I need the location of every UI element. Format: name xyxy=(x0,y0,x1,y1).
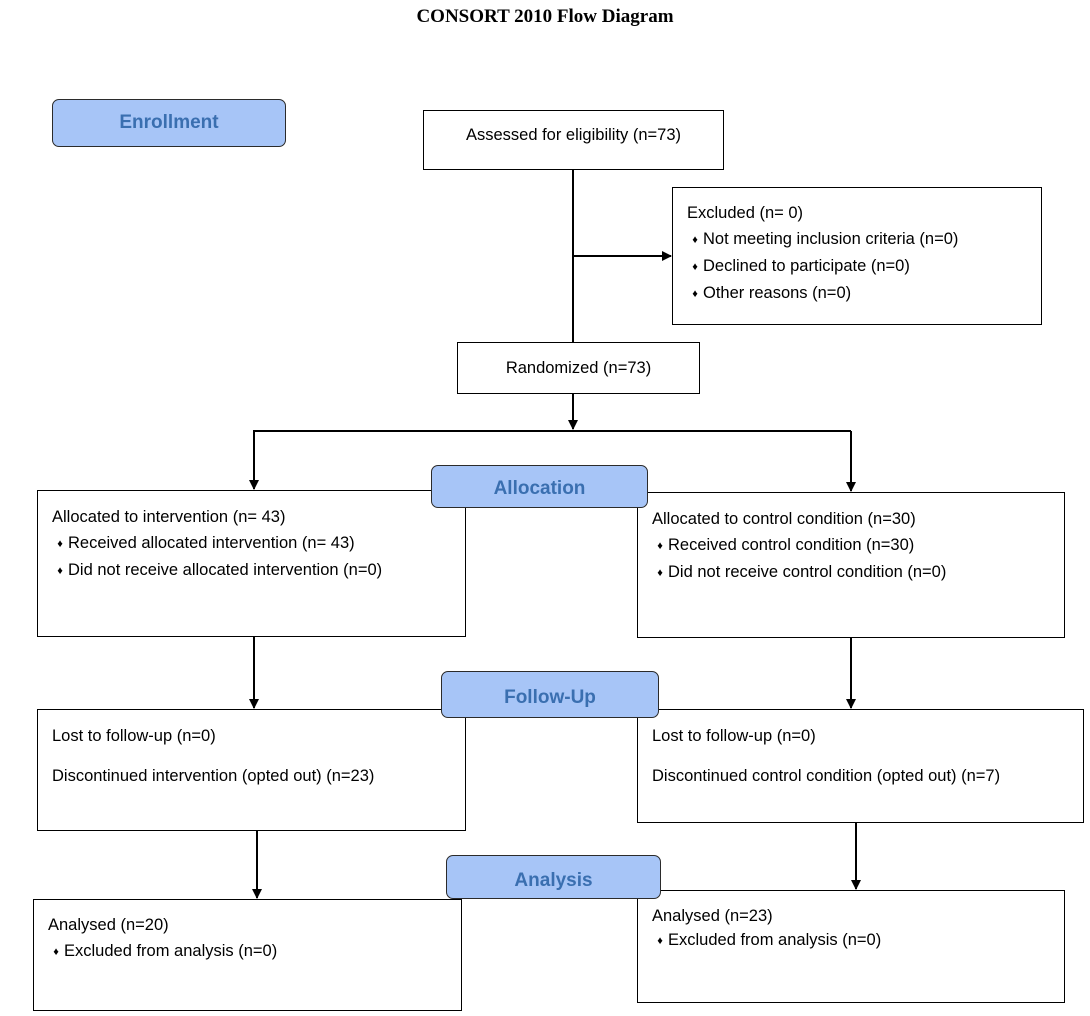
intervention-not-received: Did not receive allocated intervention (… xyxy=(52,557,465,584)
excluded-item: Other reasons (n=0) xyxy=(687,280,1041,307)
control-received: Received control condition (n=30) xyxy=(652,532,1064,559)
intervention-analysis-box: Analysed (n=20) Excluded from analysis (… xyxy=(33,899,462,1011)
stage-allocation-label: Allocation xyxy=(493,478,586,499)
intervention-discontinued: Discontinued intervention (opted out) (n… xyxy=(52,767,375,785)
excluded-header: Excluded (n= 0) xyxy=(687,204,804,222)
intervention-received: Received allocated intervention (n= 43) xyxy=(52,530,465,557)
assessed-text: Assessed for eligibility (n=73) xyxy=(465,126,682,144)
intervention-lost: Lost to follow-up (n=0) xyxy=(52,727,216,745)
intervention-followup-box: Lost to follow-up (n=0) Discontinued int… xyxy=(37,709,466,831)
control-allocation-box: Allocated to control condition (n=30) Re… xyxy=(637,492,1065,638)
excluded-box: Excluded (n= 0) Not meeting inclusion cr… xyxy=(672,187,1042,325)
control-not-received: Did not receive control condition (n=0) xyxy=(652,559,1064,586)
stage-analysis: Analysis xyxy=(446,855,661,899)
control-followup-box: Lost to follow-up (n=0) Discontinued con… xyxy=(637,709,1084,823)
control-analysis-box: Analysed (n=23) Excluded from analysis (… xyxy=(637,890,1065,1003)
stage-followup: Follow-Up xyxy=(441,671,659,718)
control-analysed: Analysed (n=23) xyxy=(652,907,773,925)
randomized-box: Randomized (n=73) xyxy=(457,342,700,394)
page-title: CONSORT 2010 Flow Diagram xyxy=(416,6,674,27)
control-lost: Lost to follow-up (n=0) xyxy=(652,727,816,745)
control-discontinued: Discontinued control condition (opted ou… xyxy=(652,767,1001,785)
stage-allocation: Allocation xyxy=(431,465,648,508)
control-allocated: Allocated to control condition (n=30) xyxy=(652,510,916,528)
intervention-excluded-analysis: Excluded from analysis (n=0) xyxy=(48,938,461,965)
excluded-item: Declined to participate (n=0) xyxy=(687,253,1041,280)
intervention-allocated: Allocated to intervention (n= 43) xyxy=(52,508,286,526)
stage-followup-label: Follow-Up xyxy=(504,687,596,708)
intervention-analysed: Analysed (n=20) xyxy=(48,916,169,934)
stage-enrollment-label: Enrollment xyxy=(119,112,219,133)
intervention-allocation-box: Allocated to intervention (n= 43) Receiv… xyxy=(37,490,466,637)
randomized-text: Randomized (n=73) xyxy=(505,359,652,377)
stage-analysis-label: Analysis xyxy=(514,870,593,891)
control-excluded-analysis: Excluded from analysis (n=0) xyxy=(652,928,1064,953)
excluded-item: Not meeting inclusion criteria (n=0) xyxy=(687,226,1041,253)
assessed-box: Assessed for eligibility (n=73) xyxy=(423,110,724,170)
stage-enrollment: Enrollment xyxy=(52,99,286,147)
